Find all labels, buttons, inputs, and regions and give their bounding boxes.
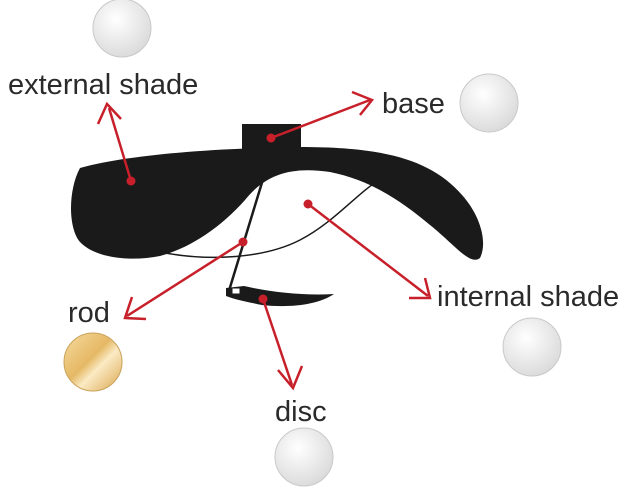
arrow-rod-dot [238,237,248,247]
disc-clip [231,287,241,295]
arrow-base [270,90,375,140]
arrow-base-dot [266,133,276,143]
base-label: base [382,88,445,120]
arrow-external-shade-dot [126,176,136,186]
arrow-disc [261,298,304,391]
external-shade-swatch [92,0,152,58]
arrow-internal-shade-dot [303,199,313,209]
rod-swatch [63,332,123,392]
disc-label: disc [275,396,327,428]
lamp-disc [226,286,334,307]
arrow-external-shade [96,101,133,182]
rod-label: rod [68,297,110,329]
arrow-disc-dot [258,294,268,304]
internal-shade [159,179,381,259]
disc-swatch [274,427,334,487]
lamp-rod [226,175,266,295]
external-shade-label: external shade [8,69,199,101]
internal-shade-swatch [502,317,562,377]
arrow-rod [123,240,244,321]
internal-shade-label: internal shade [437,281,620,313]
arrow-internal-shade [307,203,432,300]
base-swatch [459,73,519,133]
external-shade [71,147,484,260]
